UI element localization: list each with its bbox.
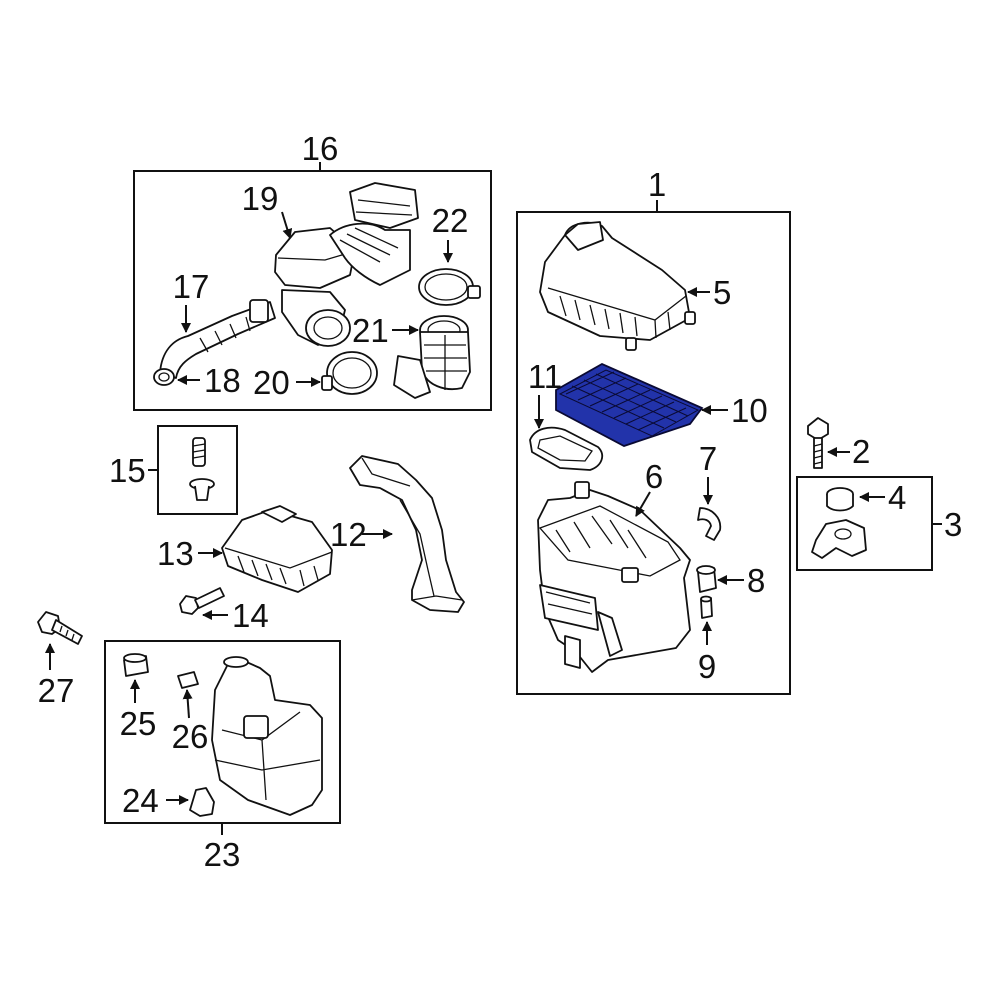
part-17-breather-hose[interactable] [159,299,276,379]
part-18-clamp[interactable] [153,368,175,386]
callout-1[interactable]: 1 [648,166,666,203]
group-box-16 [133,170,492,411]
part-27-bolt[interactable] [37,611,83,645]
callout-4[interactable]: 4 [888,479,906,516]
part-24-clip[interactable] [189,787,215,817]
part-3-bracket[interactable] [811,519,867,559]
part-7-clip[interactable] [697,507,722,541]
callout-22[interactable]: 22 [432,202,469,239]
part-4-grommet[interactable] [826,487,854,512]
callout-9[interactable]: 9 [698,648,716,685]
callout-8[interactable]: 8 [747,562,765,599]
callout-18[interactable]: 18 [204,362,241,399]
callout-12[interactable]: 12 [330,516,367,553]
callout-19[interactable]: 19 [242,180,279,217]
part-22-hose-clamp[interactable] [418,268,481,306]
part-14-bolt[interactable] [179,587,225,615]
part-25-cap[interactable] [123,653,149,677]
part-10-air-filter-element[interactable] [555,362,704,447]
callout-5[interactable]: 5 [713,274,731,311]
part-13-cover[interactable] [221,505,333,593]
leader-arrows [45,211,885,805]
part-8-grommet[interactable] [696,565,717,593]
part-23-resonator[interactable] [211,656,323,816]
callout-11[interactable]: 11 [528,358,562,395]
part-20-hose-clamp[interactable] [321,351,378,395]
callout-14[interactable]: 14 [232,597,269,634]
callout-3[interactable]: 3 [944,506,962,543]
part-21-resonator[interactable] [393,315,471,399]
part-5-upper-cover[interactable] [539,221,696,351]
part-12-air-duct[interactable] [349,455,465,613]
callout-23[interactable]: 23 [204,836,241,873]
part-9-pin[interactable] [700,595,713,619]
group-box-1 [516,211,791,695]
part-11-duct-seal[interactable] [529,426,604,471]
callout-24[interactable]: 24 [122,782,159,819]
part-15-bolt-and-fastener[interactable] [189,437,215,501]
callout-10[interactable]: 10 [731,392,768,429]
callout-25[interactable]: 25 [120,705,157,742]
callout-26[interactable]: 26 [172,718,209,755]
part-26-pin[interactable] [177,671,199,689]
callout-20[interactable]: 20 [253,364,290,401]
callout-16[interactable]: 16 [302,130,339,167]
part-19-air-duct[interactable] [274,182,419,347]
callout-6[interactable]: 6 [645,458,663,495]
callout-21[interactable]: 21 [352,312,389,349]
part-6-lower-case[interactable] [537,481,691,673]
callout-15[interactable]: 15 [109,452,146,489]
callout-2[interactable]: 2 [852,433,870,470]
part-2-bolt[interactable] [807,417,829,469]
callout-13[interactable]: 13 [157,535,194,572]
callout-17[interactable]: 17 [173,268,210,305]
callout-27[interactable]: 27 [38,672,75,709]
callout-7[interactable]: 7 [699,440,717,477]
